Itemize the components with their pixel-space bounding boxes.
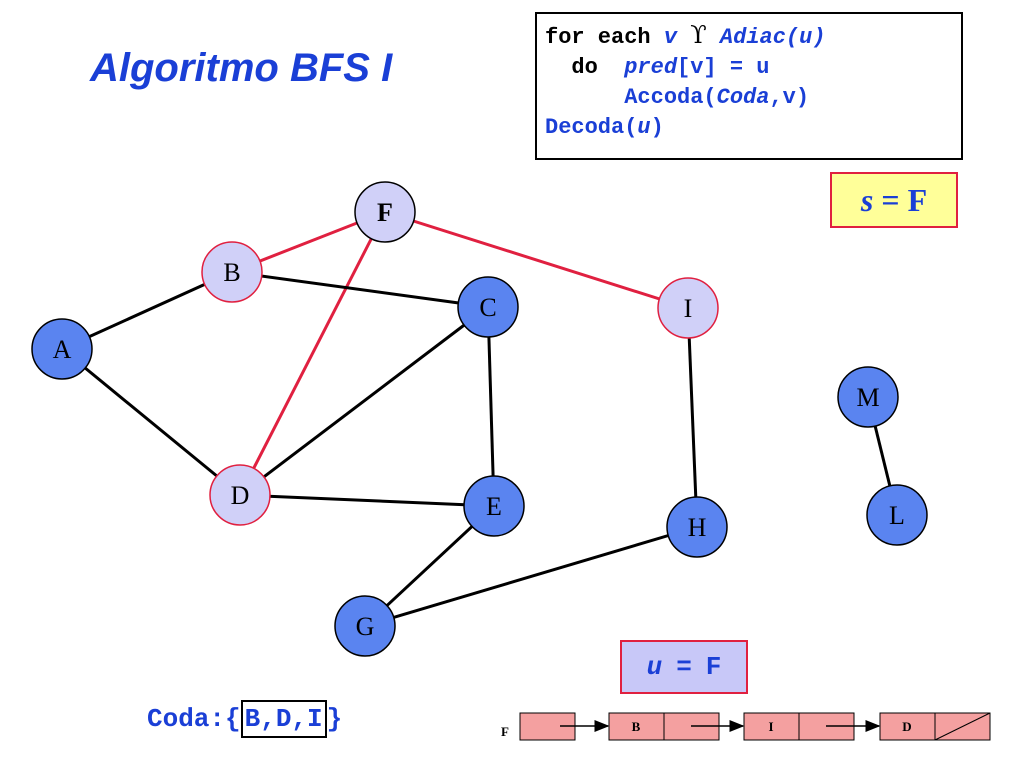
current-value: F (705, 652, 722, 682)
node-circle (209, 464, 271, 526)
source-eq: = (881, 181, 900, 218)
code-line-3: Accoda(Coda,v) (545, 83, 961, 113)
edge-b-c (231, 270, 489, 309)
code-line-1: for each v ϒ Adiac(u) (545, 20, 961, 53)
edge-f-i (384, 210, 689, 310)
graph-nodes: F B C I A D E H G M L (31, 181, 928, 657)
page-title: Algoritmo BFS I (90, 46, 393, 90)
node-circle (837, 366, 899, 428)
queue-close-brace: } (326, 704, 343, 734)
node-circle (666, 496, 728, 558)
code-adiac: Adiac(u) (719, 25, 826, 50)
node-circle (457, 276, 519, 338)
queue-display: Coda: { B,D,I } (147, 700, 342, 738)
edge-c-e (486, 306, 496, 507)
node-label: C (479, 293, 496, 322)
node-circle (463, 475, 525, 537)
graph-edges (61, 210, 899, 628)
code-pred: pred (624, 55, 678, 80)
edge-f-d (238, 211, 387, 496)
node-circle (31, 318, 93, 380)
node-label: D (231, 481, 250, 510)
code-decoda-close: ) (650, 115, 664, 140)
node-f: F (354, 181, 416, 243)
node-g: G (334, 595, 396, 657)
list-value-cell (743, 712, 800, 741)
source-var: s (860, 181, 874, 218)
code-accoda-args: ,v) (769, 85, 810, 110)
list-value-label: I (768, 719, 773, 734)
list-value-label: D (902, 719, 911, 734)
element-of-symbol: ϒ (690, 21, 707, 49)
pseudocode-box: for each v ϒ Adiac(u) do pred[v] = u Acc… (535, 12, 963, 160)
edge-c-d (239, 305, 489, 497)
node-circle (657, 277, 719, 339)
code-keyword-for-each: for each (545, 25, 651, 50)
edge-g-h (364, 525, 698, 628)
node-l: L (866, 484, 928, 546)
code-keyword-do: do (571, 55, 598, 80)
code-coda-arg: Coda (716, 85, 770, 110)
code-pred-assign: [v] = u (677, 55, 770, 80)
node-b: B (201, 241, 263, 303)
current-var: u (646, 652, 663, 682)
node-label: B (223, 258, 240, 287)
node-label: L (889, 501, 905, 530)
node-label: E (486, 492, 502, 521)
node-c: C (457, 276, 519, 338)
node-circle (866, 484, 928, 546)
code-decoda-arg: u (637, 115, 651, 140)
edge-d-e (239, 493, 495, 508)
queue-items: B,D,I (240, 700, 327, 738)
code-var-v: v (663, 25, 678, 50)
code-accoda: Accoda( (624, 85, 717, 110)
node-d: D (209, 464, 271, 526)
node-circle (334, 595, 396, 657)
edge-a-d (61, 347, 241, 497)
queue-label: Coda: (147, 704, 226, 734)
node-label: H (688, 513, 707, 542)
code-line-4: Decoda(u) (545, 113, 961, 143)
list-value-label: B (632, 719, 641, 734)
node-label: G (356, 612, 375, 641)
node-label: F (377, 198, 393, 227)
list-head-label: F (501, 724, 509, 739)
node-label: M (856, 383, 879, 412)
node-label: A (53, 335, 72, 364)
source-value: F (907, 181, 928, 218)
node-h: H (666, 496, 728, 558)
code-line-2: do pred[v] = u (545, 53, 961, 83)
current-node-box: u = F (620, 640, 748, 694)
current-eq: = (676, 652, 692, 682)
edge-i-h (686, 307, 699, 528)
source-box: s = F (830, 172, 958, 228)
code-decoda: Decoda( (545, 115, 638, 140)
node-m: M (837, 366, 899, 428)
node-i: I (657, 277, 719, 339)
node-e: E (463, 475, 525, 537)
null-pointer-slash (934, 712, 991, 741)
queue-open-brace: { (225, 704, 241, 734)
node-label: I (684, 294, 693, 323)
edge-b-a (61, 270, 233, 351)
node-a: A (31, 318, 93, 380)
node-circle (201, 241, 263, 303)
list-node-d: D (879, 712, 991, 741)
node-circle (354, 181, 416, 243)
